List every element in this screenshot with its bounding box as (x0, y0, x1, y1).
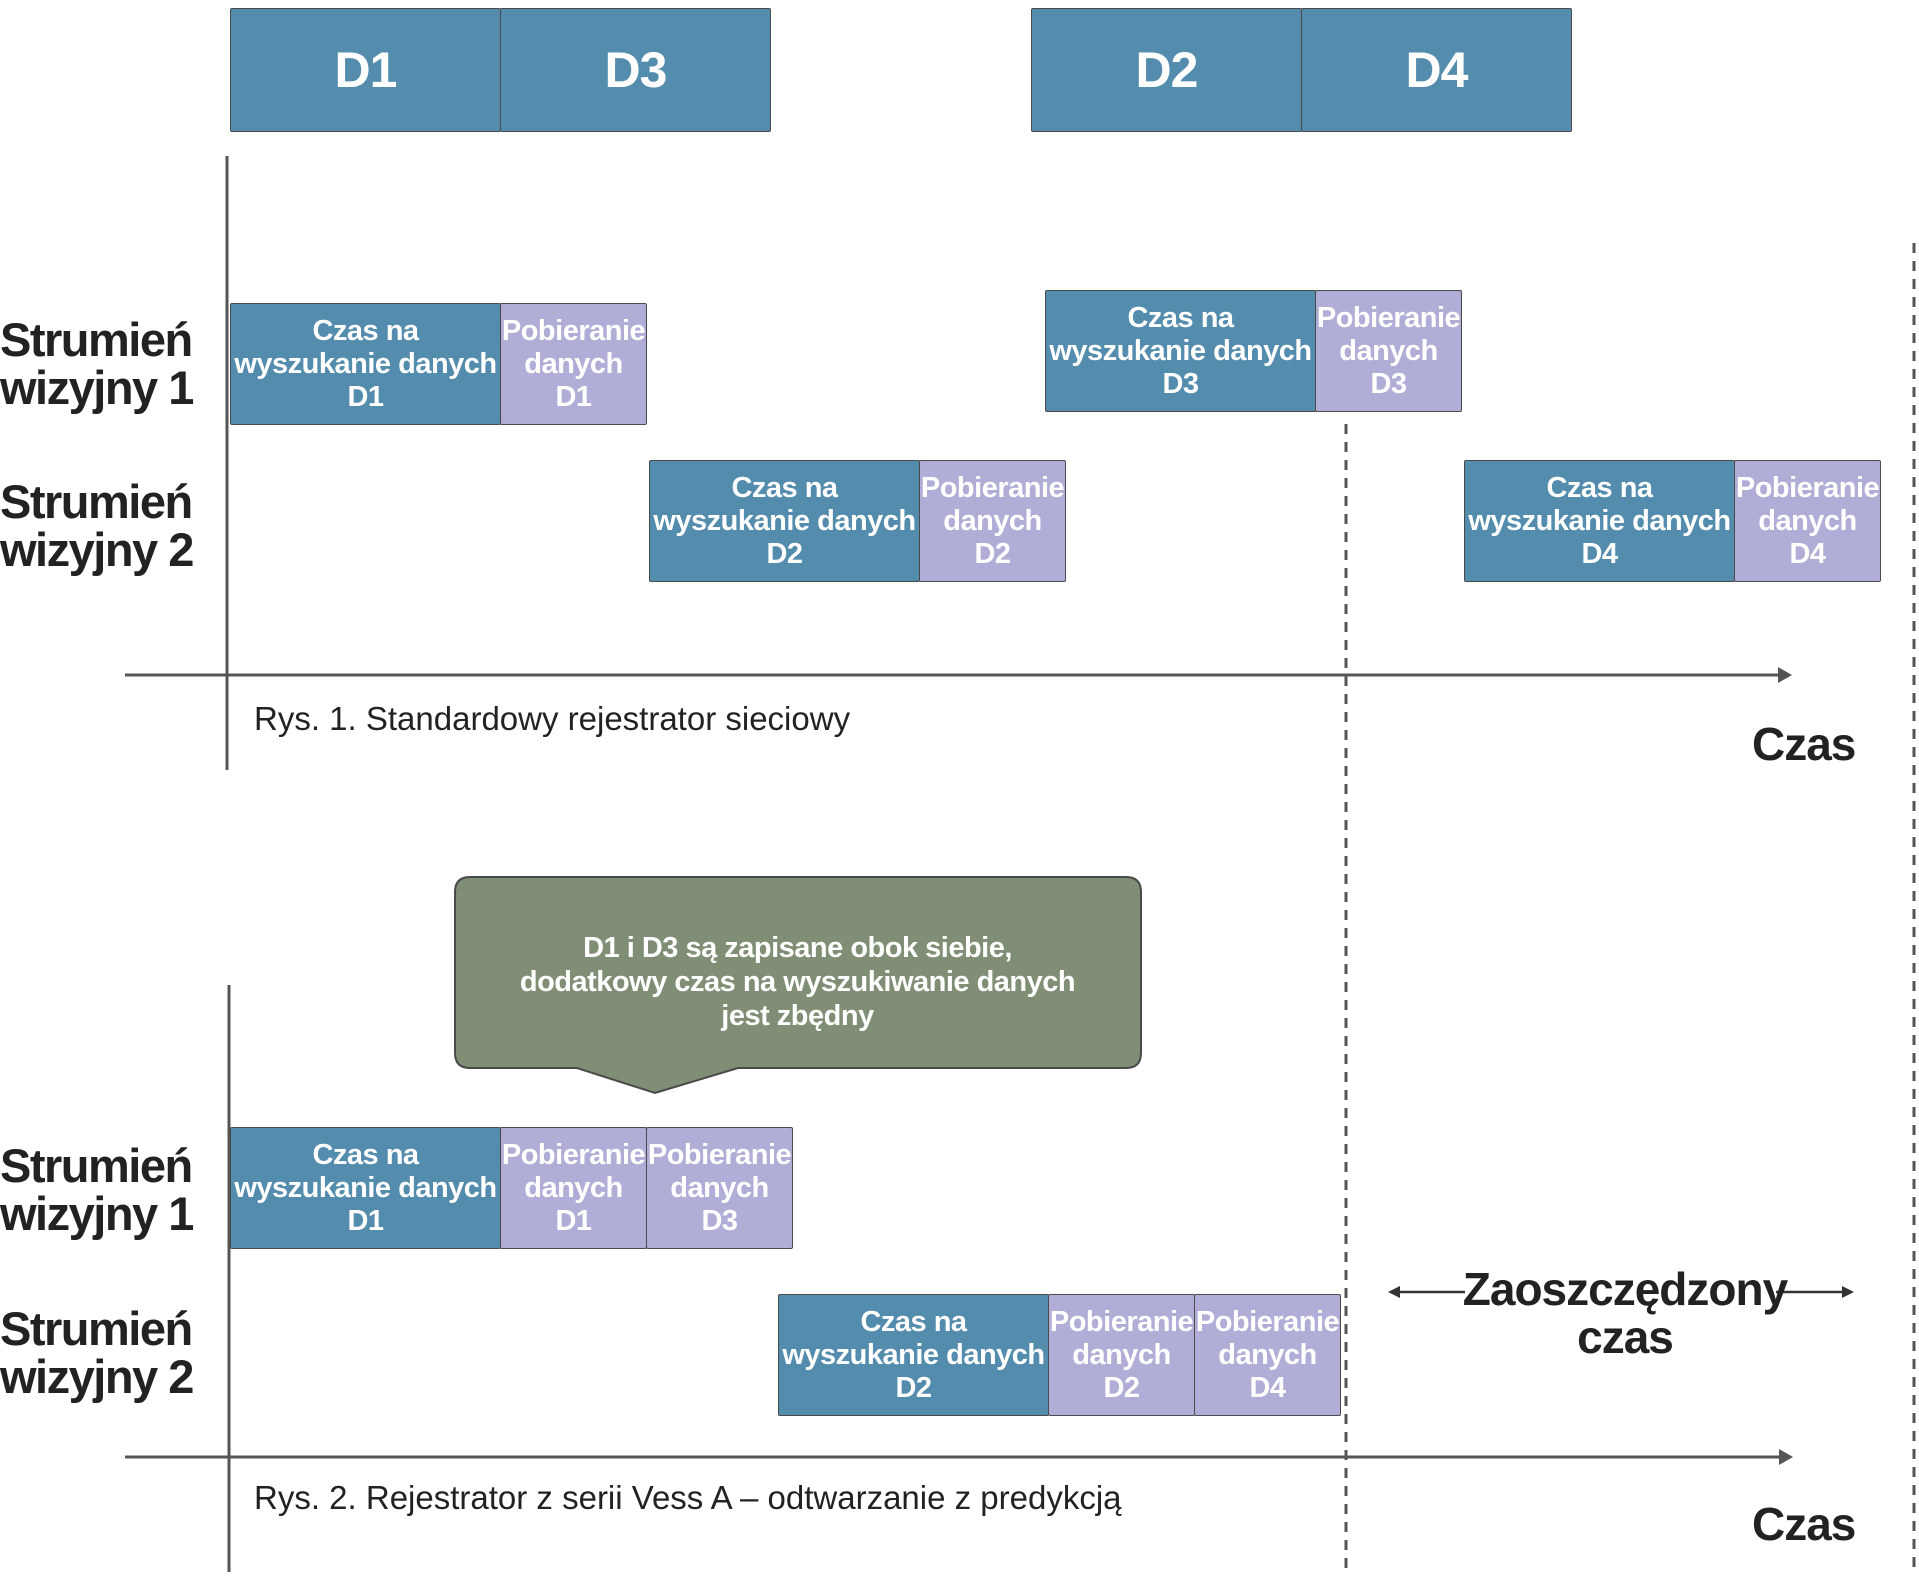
saved-time-line: czas (1577, 1311, 1674, 1363)
callout-line: dodatkowy czas na wyszukiwanie danych (519, 966, 1076, 998)
block-line: Pobieranie (501, 314, 646, 347)
block-line: Pobieranie (1735, 471, 1880, 504)
fig1-caption: Rys. 1. Standardowy rejestrator sieciowy (254, 700, 851, 737)
fig1-s1-fetch-d3: Pobieranie danych D3 (1315, 290, 1462, 412)
block-line: wyszukanie danych (234, 347, 497, 380)
stream-label-line: wizyjny 2 (0, 523, 194, 576)
saved-time-right-arrowhead (1842, 1286, 1854, 1298)
block-line: danych (943, 504, 1042, 537)
block-item: D1 (347, 380, 384, 413)
header-label: D4 (1405, 42, 1469, 98)
block-item: D1 (555, 1204, 592, 1237)
block-item: D4 (1789, 537, 1826, 570)
block-line: Czas na (1546, 471, 1653, 504)
fig2-caption: Rys. 2. Rejestrator z serii Vess A – odt… (254, 1479, 1122, 1516)
stream-label-line: wizyjny 2 (0, 1350, 194, 1403)
block-line: danych (670, 1171, 769, 1204)
fig2-s1-search-d1: Czas na wyszukanie danych D1 (230, 1127, 501, 1249)
block-line: wyszukanie danych (234, 1171, 497, 1204)
block-line: Pobieranie (1195, 1305, 1340, 1338)
fig1-stream1-label: Strumień wizyjny 1 (0, 313, 194, 414)
fig1-s2-search-d4: Czas na wyszukanie danych D4 (1464, 460, 1735, 582)
block-item: D2 (766, 537, 803, 570)
stream-label-line: Strumień (0, 313, 193, 366)
saved-time-line: Zaoszczędzony (1462, 1263, 1788, 1315)
block-line: wyszukanie danych (1468, 504, 1731, 537)
block-line: danych (524, 347, 623, 380)
stream-label-line: Strumień (0, 1139, 193, 1192)
callout-bubble (454, 876, 1142, 1095)
block-line: danych (524, 1171, 623, 1204)
fig2-s2-fetch-d4: Pobieranie danych D4 (1194, 1294, 1341, 1416)
header-block-d2: D2 (1031, 8, 1302, 132)
fig2-s1-fetch-d3: Pobieranie danych D3 (646, 1127, 793, 1249)
fig1-s2-fetch-d2: Pobieranie danych D2 (919, 460, 1066, 582)
fig1-s1-search-d3: Czas na wyszukanie danych D3 (1045, 290, 1316, 412)
fig2-axis-label: Czas (1752, 1498, 1856, 1550)
block-line: wyszukanie danych (1049, 334, 1312, 367)
fig2-s1-fetch-d1: Pobieranie danych D1 (500, 1127, 647, 1249)
block-line: Czas na (860, 1305, 967, 1338)
block-line: Pobieranie (920, 471, 1065, 504)
block-item: D1 (555, 380, 592, 413)
block-item: D2 (974, 537, 1011, 570)
block-item: D2 (1103, 1371, 1140, 1404)
block-line: Czas na (312, 314, 419, 347)
block-item: D1 (347, 1204, 384, 1237)
callout-line: jest zbędny (721, 1000, 874, 1032)
header-label: D3 (604, 42, 668, 98)
fig1-time-axis-arrowhead (1778, 667, 1792, 683)
block-item: D3 (1370, 367, 1407, 400)
block-line: danych (1072, 1338, 1171, 1371)
block-item: D4 (1581, 537, 1618, 570)
header-block-d1: D1 (230, 8, 501, 132)
callout-line: D1 i D3 są zapisane obok siebie, (583, 932, 1012, 964)
stream-label-line: wizyjny 1 (0, 1187, 194, 1240)
block-line: Pobieranie (1316, 301, 1461, 334)
saved-time-left-arrowhead (1388, 1286, 1400, 1298)
fig1-stream2-label: Strumień wizyjny 2 (0, 475, 194, 576)
block-line: Pobieranie (501, 1138, 646, 1171)
saved-time-label: Zaoszczędzony czas (1460, 1265, 1790, 1361)
fig1-s2-fetch-d4: Pobieranie danych D4 (1734, 460, 1881, 582)
stream-label-line: wizyjny 1 (0, 361, 194, 414)
stream-label-line: Strumień (0, 1302, 193, 1355)
fig1-axis-label: Czas (1752, 718, 1856, 770)
block-line: Pobieranie (1049, 1305, 1194, 1338)
block-line: Czas na (731, 471, 838, 504)
header-block-d4: D4 (1301, 8, 1572, 132)
block-item: D2 (895, 1371, 932, 1404)
header-label: D1 (334, 42, 398, 98)
block-line: wyszukanie danych (782, 1338, 1045, 1371)
block-line: Czas na (312, 1138, 419, 1171)
fig1-s2-search-d2: Czas na wyszukanie danych D2 (649, 460, 920, 582)
fig2-time-axis-arrowhead (1779, 1449, 1793, 1465)
fig2-s2-search-d2: Czas na wyszukanie danych D2 (778, 1294, 1049, 1416)
block-item: D3 (701, 1204, 738, 1237)
block-line: danych (1218, 1338, 1317, 1371)
header-block-d3: D3 (500, 8, 771, 132)
callout-text: D1 i D3 są zapisane obok siebie, dodatko… (456, 928, 1139, 1036)
block-item: D4 (1249, 1371, 1286, 1404)
stream-label-line: Strumień (0, 475, 193, 528)
header-label: D2 (1135, 42, 1199, 98)
fig1-s1-fetch-d1: Pobieranie danych D1 (500, 303, 647, 425)
block-line: Pobieranie (647, 1138, 792, 1171)
block-item: D3 (1162, 367, 1199, 400)
block-line: Czas na (1127, 301, 1234, 334)
fig2-s2-fetch-d2: Pobieranie danych D2 (1048, 1294, 1195, 1416)
block-line: danych (1758, 504, 1857, 537)
fig2-stream2-label: Strumień wizyjny 2 (0, 1302, 194, 1403)
fig2-stream1-label: Strumień wizyjny 1 (0, 1139, 194, 1240)
block-line: wyszukanie danych (653, 504, 916, 537)
block-line: danych (1339, 334, 1438, 367)
fig1-s1-search-d1: Czas na wyszukanie danych D1 (230, 303, 501, 425)
